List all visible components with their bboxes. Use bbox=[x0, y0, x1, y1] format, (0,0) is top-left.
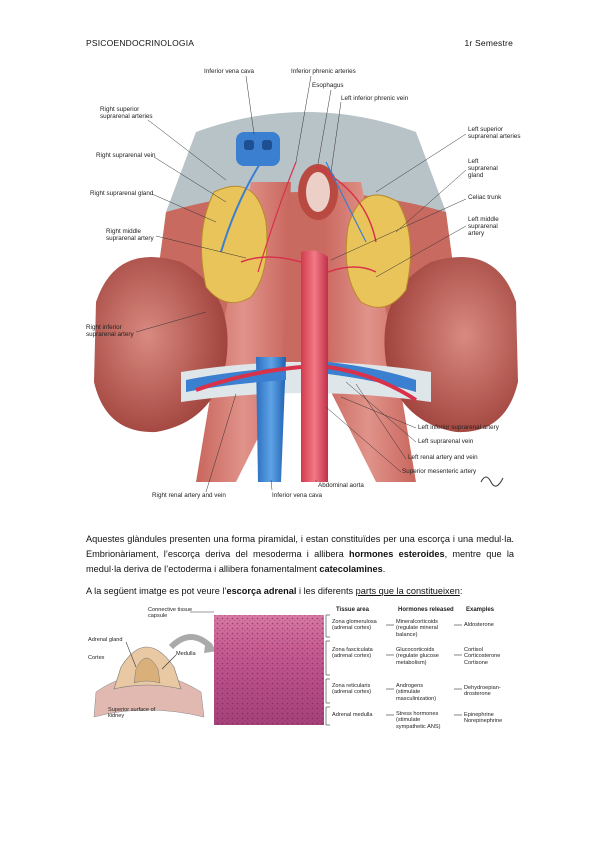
label-right-renal: Right renal artery and vein bbox=[152, 492, 226, 499]
bold-catecholamines: catecolamines bbox=[319, 564, 383, 574]
row-examples: Cortisol Corticosterone Cortisone bbox=[464, 647, 501, 666]
adrenal-zones-illustration bbox=[93, 611, 462, 726]
label-celiac-trunk: Celiac trunk bbox=[468, 194, 502, 201]
label-left-superior-arteries: Left superior suprarenal arteries bbox=[468, 126, 521, 140]
row-examples: Dehydroepian- drosterone bbox=[464, 685, 501, 698]
adrenal-zones-figure: Adrenal gland Cortex Medulla Superior su… bbox=[86, 607, 526, 737]
row-hormones: Glucocorticoids (regulate glucose metabo… bbox=[396, 647, 439, 666]
text-span: : bbox=[459, 586, 463, 596]
label-right-suprarenal-gland: Right suprarenal gland bbox=[90, 190, 154, 197]
label-left-gland: Left suprarenal gland bbox=[468, 158, 498, 179]
artist-signature bbox=[480, 476, 504, 487]
label-right-inferior-artery: Right inferior suprarenal artery bbox=[86, 324, 134, 338]
label-esophagus: Esophagus bbox=[312, 82, 344, 89]
paragraph-intro: Aquestes glàndules presenten una forma p… bbox=[86, 532, 514, 577]
row-tissue: Zona fasciculata (adrenal cortex) bbox=[332, 647, 373, 660]
label-left-phrenic-vein: Left inferior phrenic vein bbox=[341, 95, 409, 102]
row-tissue: Adrenal medulla bbox=[332, 712, 373, 718]
underlined-parts: parts que la constitueixen bbox=[355, 586, 460, 596]
row-hormones: Mineralcorticoids (regulate mineral bala… bbox=[396, 619, 438, 638]
label-left-middle-artery: Left middle suprarenal artery bbox=[468, 216, 499, 237]
label-abdominal-aorta: Abdominal aorta bbox=[318, 482, 364, 489]
row-tissue: Zona glomerulosa (adrenal cortex) bbox=[332, 619, 377, 632]
label-right-suprarenal-vein: Right suprarenal vein bbox=[96, 152, 156, 159]
label-left-suprarenal-vein: Left suprarenal vein bbox=[418, 438, 474, 445]
bold-adrenal-cortex: escorça adrenal bbox=[226, 586, 297, 596]
label-kidney-surface: Superior surface of kidney bbox=[108, 707, 156, 720]
text-span: Aquestes glàndules presenten una forma p… bbox=[86, 534, 514, 559]
label-left-inferior-artery: Left inferior suprarenal artery bbox=[418, 424, 499, 431]
text-span: i les diferents bbox=[296, 586, 356, 596]
adrenal-anatomy-illustration bbox=[94, 75, 518, 493]
header-examples: Examples bbox=[466, 607, 495, 613]
header-left: PSICOENDOCRINOLOGIA bbox=[86, 38, 195, 48]
label-cortex: Cortex bbox=[88, 655, 105, 661]
text-span: A la següent imatge es pot veure l’ bbox=[86, 586, 227, 596]
label-ivc-bottom: Inferior vena cava bbox=[272, 492, 323, 499]
row-tissue: Zona reticularis (adrenal cortex) bbox=[332, 683, 372, 696]
label-right-middle-artery: Right middle suprarenal artery bbox=[106, 228, 154, 242]
label-ivc-top: Inferior vena cava bbox=[204, 68, 255, 75]
row-hormones: Stress hormones (stimulate sympathetic A… bbox=[396, 711, 441, 730]
row-examples: Epinephrine Norepinephrine bbox=[464, 712, 503, 725]
label-superior-mesenteric: Superior mesenteric artery bbox=[402, 468, 477, 475]
label-capsule: Connective tissue capsule bbox=[148, 607, 193, 620]
row-examples: Aldosterone bbox=[464, 622, 494, 628]
row-hormones: Androgens (stimulate masculinization) bbox=[396, 683, 437, 702]
adrenal-anatomy-figure: Inferior vena cava Inferior phrenic arte… bbox=[86, 62, 526, 504]
label-medulla: Medulla bbox=[176, 651, 196, 657]
paragraph-next-image: A la següent imatge es pot veure l’escor… bbox=[86, 584, 514, 599]
label-left-renal: Left renal artery and vein bbox=[408, 454, 478, 461]
text-span: , mentre que la medul·la deriva de l’ect… bbox=[86, 549, 514, 574]
label-adrenal-gland: Adrenal gland bbox=[88, 637, 123, 643]
header-hormones-released: Hormones released bbox=[398, 607, 454, 613]
bold-steroid-hormones: hormones esteroides bbox=[348, 549, 445, 559]
header-tissue-area: Tissue area bbox=[336, 607, 369, 613]
label-phrenic-arteries: Inferior phrenic arteries bbox=[291, 68, 356, 75]
header-right: 1r Semestre bbox=[464, 38, 513, 48]
text-span: . bbox=[382, 564, 386, 574]
label-right-superior-arteries: Right superior suprarenal arteries bbox=[100, 106, 153, 120]
